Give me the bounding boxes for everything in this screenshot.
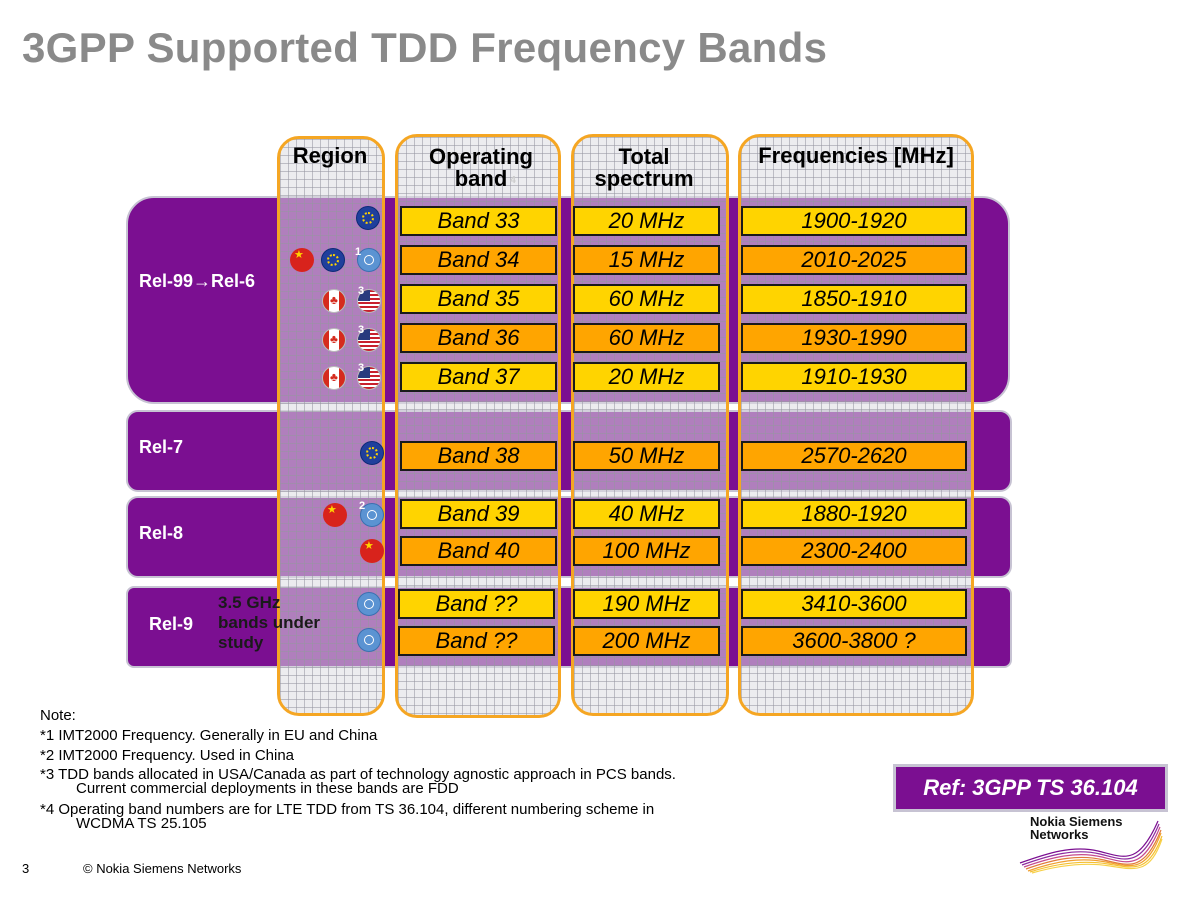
header-total-spectrum: Total spectrum xyxy=(571,146,717,190)
band-cell: Band 36 xyxy=(400,323,557,353)
band-cell: Band 33 xyxy=(400,206,557,236)
rel9-study-note-line2: bands under xyxy=(218,613,321,632)
header-operating-band-footnote: 4 xyxy=(510,175,516,186)
canada-flag-icon xyxy=(322,366,346,390)
canada-flag-icon xyxy=(322,289,346,313)
band-cell: Band 34 xyxy=(400,245,557,275)
un-globe-icon xyxy=(357,248,381,272)
spectrum-cell: 190 MHz xyxy=(573,589,720,619)
header-operating-band-word: band xyxy=(454,166,508,191)
band-cell: Band ?? xyxy=(398,626,555,656)
un-globe-icon xyxy=(360,503,384,527)
spectrum-cell: 15 MHz xyxy=(573,245,720,275)
spectrum-cell: 40 MHz xyxy=(573,499,720,529)
header-operating-band-line1: Operating xyxy=(429,144,533,169)
band-cell: Band 40 xyxy=(400,536,557,566)
usa-flag-icon xyxy=(357,366,381,390)
frequency-cell: 3600-3800 ? xyxy=(741,626,967,656)
spectrum-cell: 100 MHz xyxy=(573,536,720,566)
footnote-marker: 2 xyxy=(359,500,366,512)
usa-flag-icon xyxy=(357,289,381,313)
frequency-cell: 2570-2620 xyxy=(741,441,967,471)
note-2: *2 IMT2000 Frequency. Used in China xyxy=(40,747,295,764)
band-cell: Band 37 xyxy=(400,362,557,392)
note-1: *1 IMT2000 Frequency. Generally in EU an… xyxy=(40,727,378,744)
frequency-cell: 3410-3600 xyxy=(741,589,967,619)
band-cell: Band ?? xyxy=(398,589,555,619)
frequency-cell: 1910-1930 xyxy=(741,362,967,392)
note-3-continued: Current commercial deployments in these … xyxy=(76,780,459,797)
rel9-study-note-line3: study xyxy=(218,633,264,652)
spectrum-cell: 20 MHz xyxy=(573,206,720,236)
frequency-cell: 1930-1990 xyxy=(741,323,967,353)
header-total-spectrum-line2: spectrum xyxy=(594,166,694,191)
rel9-study-note-line1: 3.5 GHz xyxy=(218,593,281,612)
spectrum-cell: 60 MHz xyxy=(573,284,720,314)
note-4-continued: WCDMA TS 25.105 xyxy=(76,815,207,832)
logo-text-line2: Networks xyxy=(1030,827,1089,842)
release-label-rel7: Rel-7 xyxy=(139,437,184,457)
header-total-spectrum-line1: Total xyxy=(618,144,670,169)
un-globe-icon xyxy=(357,592,381,616)
page-number: 3 xyxy=(22,861,30,876)
notes-heading: Note: xyxy=(40,707,76,724)
un-globe-icon xyxy=(357,628,381,652)
nokia-siemens-networks-logo: Nokia Siemens Networks xyxy=(1030,815,1123,841)
band-cell: Band 39 xyxy=(400,499,557,529)
reference-badge: Ref: 3GPP TS 36.104 xyxy=(893,764,1168,812)
logo-swoosh-icon xyxy=(1019,820,1163,874)
eu-flag-icon xyxy=(356,206,380,230)
footnote-marker: 1 xyxy=(355,246,362,258)
eu-flag-icon xyxy=(321,248,345,272)
header-region: Region xyxy=(292,143,368,168)
china-flag-icon xyxy=(290,248,314,272)
page-title: 3GPP Supported TDD Frequency Bands xyxy=(22,24,828,71)
copyright: © Nokia Siemens Networks xyxy=(83,861,242,876)
spectrum-cell: 200 MHz xyxy=(573,626,720,656)
canada-flag-icon xyxy=(322,328,346,352)
band-cell: Band 38 xyxy=(400,441,557,471)
band-cell: Band 35 xyxy=(400,284,557,314)
note-4: *4 Operating band numbers are for LTE TD… xyxy=(40,801,655,818)
usa-flag-icon xyxy=(357,328,381,352)
spectrum-cell: 60 MHz xyxy=(573,323,720,353)
release-label-rel9: Rel-9 xyxy=(149,614,194,634)
frequency-cell: 1850-1910 xyxy=(741,284,967,314)
note-3: *3 TDD bands allocated in USA/Canada as … xyxy=(40,766,676,783)
header-operating-band: Operating band 4 xyxy=(395,146,567,190)
header-operating-band-line2: band 4 xyxy=(395,168,567,190)
rel9-study-note: 3.5 GHz bands under study xyxy=(218,593,320,653)
footnote-marker: 3 xyxy=(358,362,365,374)
china-flag-icon xyxy=(360,539,384,563)
spectrum-cell: 50 MHz xyxy=(573,441,720,471)
release-label-rel8: Rel-8 xyxy=(139,523,184,543)
eu-flag-icon xyxy=(360,441,384,465)
release-label-rel99-rel6: Rel-99→Rel-6 xyxy=(139,271,256,291)
region-column xyxy=(277,136,385,716)
spectrum-cell: 20 MHz xyxy=(573,362,720,392)
footnote-marker: 3 xyxy=(358,285,365,297)
frequency-cell: 2010-2025 xyxy=(741,245,967,275)
frequency-cell: 2300-2400 xyxy=(741,536,967,566)
china-flag-icon xyxy=(323,503,347,527)
logo-text-line1: Nokia Siemens xyxy=(1030,814,1123,829)
header-frequencies: Frequencies [MHz] xyxy=(758,143,954,168)
frequency-cell: 1900-1920 xyxy=(741,206,967,236)
frequency-cell: 1880-1920 xyxy=(741,499,967,529)
footnote-marker: 3 xyxy=(358,324,365,336)
